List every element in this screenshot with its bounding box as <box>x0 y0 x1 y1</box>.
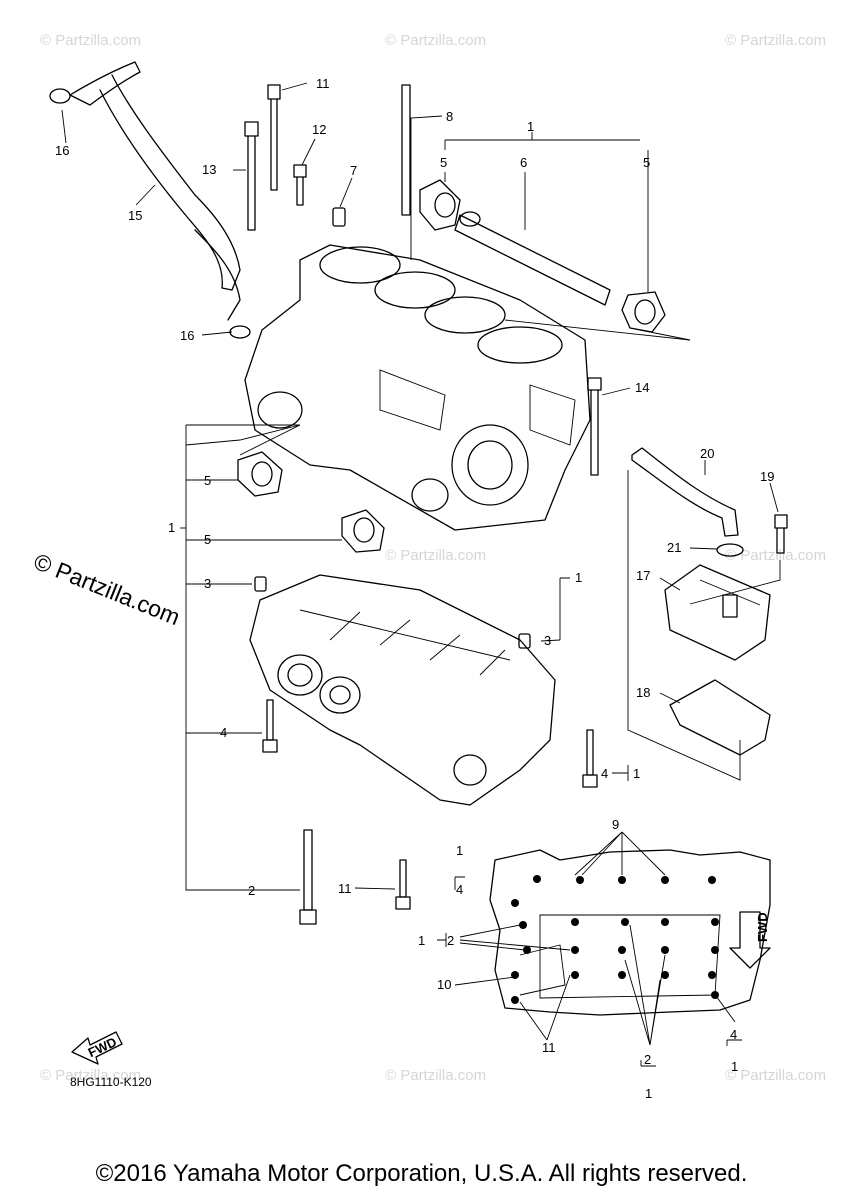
engine-mount-part-5-upper-left[interactable] <box>419 179 461 231</box>
dowel-part-3-left[interactable] <box>254 576 267 592</box>
engine-mount-part-5-mid-left[interactable] <box>237 451 283 497</box>
callout-1: 1 <box>645 1086 652 1101</box>
fwd-label: FWD <box>86 1034 119 1060</box>
bolt-part-4-right[interactable] <box>582 729 598 788</box>
watermark-text: © Partzilla.com <box>40 32 141 49</box>
callout-4: 4 <box>730 1027 737 1042</box>
callout-1: 1 <box>456 843 463 858</box>
callout-5: 5 <box>204 532 211 547</box>
leader-lines <box>61 82 781 1067</box>
callout-1: 1 <box>527 119 534 134</box>
hose-part-20[interactable] <box>631 447 739 537</box>
callout-11: 11 <box>542 1040 556 1055</box>
callout-13: 13 <box>202 162 216 177</box>
callout-2: 2 <box>644 1052 651 1067</box>
watermark-text: © Partzilla.com <box>40 1067 141 1084</box>
callout-20: 20 <box>700 446 714 461</box>
callout-16: 16 <box>180 328 194 343</box>
callout-17: 17 <box>636 568 650 583</box>
diagram-code: 8HG1110-K120 <box>70 1075 152 1089</box>
bolt-part-11-top[interactable] <box>267 84 281 191</box>
bolt-part-12[interactable] <box>293 164 307 206</box>
fwd-label: FWD <box>755 912 770 942</box>
bolt-part-4-left[interactable] <box>262 699 278 753</box>
callout-21: 21 <box>667 540 681 555</box>
callout-labels: 11 12 13 8 1 5 6 5 7 16 15 16 14 20 19 5… <box>55 76 774 1101</box>
fwd-arrow-icon: FWD <box>729 911 771 969</box>
callout-8: 8 <box>446 109 453 124</box>
callout-3: 3 <box>544 633 551 648</box>
callout-4: 4 <box>456 882 463 897</box>
watermark-text: © Partzilla.com <box>725 547 826 564</box>
callout-16: 16 <box>55 143 69 158</box>
callout-18: 18 <box>636 685 650 700</box>
callout-15: 15 <box>128 208 142 223</box>
engine-mount-part-5-upper-right[interactable] <box>621 291 666 333</box>
bolt-part-13[interactable] <box>244 121 259 231</box>
bolt-pattern-bottom-view[interactable] <box>489 849 771 1016</box>
watermark-text: © Partzilla.com <box>385 32 486 49</box>
copyright-footer: ©2016 Yamaha Motor Corporation, U.S.A. A… <box>95 1160 748 1187</box>
breather-cover-part-17[interactable] <box>664 564 771 661</box>
breather-hose-part-15[interactable] <box>49 61 251 339</box>
stud-part-8[interactable] <box>401 84 411 216</box>
callout-14: 14 <box>635 380 649 395</box>
fwd-arrow-icon: FWD <box>71 1031 123 1065</box>
watermark-pattern: © Partzilla.com © Partzilla.com © Partzi… <box>40 32 826 1084</box>
sleeve-part-6[interactable] <box>454 211 611 306</box>
bolt-part-14[interactable] <box>587 377 602 476</box>
callout-4: 4 <box>220 725 227 740</box>
callout-11: 11 <box>338 881 352 896</box>
callout-11: 11 <box>316 76 330 91</box>
watermark-text: © Partzilla.com <box>385 547 486 564</box>
engine-mount-part-5-mid-right[interactable] <box>341 509 385 553</box>
bolt-part-2[interactable] <box>299 829 317 925</box>
bolt-part-11-lower[interactable] <box>395 859 411 910</box>
callout-5: 5 <box>643 155 650 170</box>
clamp-part-21[interactable] <box>716 543 744 557</box>
bolt-hole-markers <box>511 875 719 1004</box>
callout-1: 1 <box>633 766 640 781</box>
callout-9: 9 <box>612 817 619 832</box>
callout-4: 4 <box>601 766 608 781</box>
callout-12: 12 <box>312 122 326 137</box>
watermark-text: © Partzilla.com <box>385 1067 486 1084</box>
callout-5: 5 <box>440 155 447 170</box>
dowel-part-7[interactable] <box>332 207 346 227</box>
callout-10: 10 <box>437 977 451 992</box>
gasket-part-18[interactable] <box>669 679 771 756</box>
callout-7: 7 <box>350 163 357 178</box>
dowel-part-3-right[interactable] <box>518 633 531 649</box>
bolt-part-19[interactable] <box>774 514 788 554</box>
lower-crankcase[interactable] <box>249 574 556 806</box>
callout-1: 1 <box>168 520 175 535</box>
callout-3: 3 <box>204 576 211 591</box>
callout-19: 19 <box>760 469 774 484</box>
callout-1: 1 <box>418 933 425 948</box>
callout-1: 1 <box>575 570 582 585</box>
callout-1: 1 <box>731 1059 738 1074</box>
callout-6: 6 <box>520 155 527 170</box>
watermark-text: © Partzilla.com <box>725 32 826 49</box>
upper-crankcase[interactable] <box>244 244 591 531</box>
callout-2: 2 <box>447 933 454 948</box>
watermark-text: © Partzilla.com <box>725 1067 826 1084</box>
callout-2: 2 <box>248 883 255 898</box>
callout-5: 5 <box>204 473 211 488</box>
